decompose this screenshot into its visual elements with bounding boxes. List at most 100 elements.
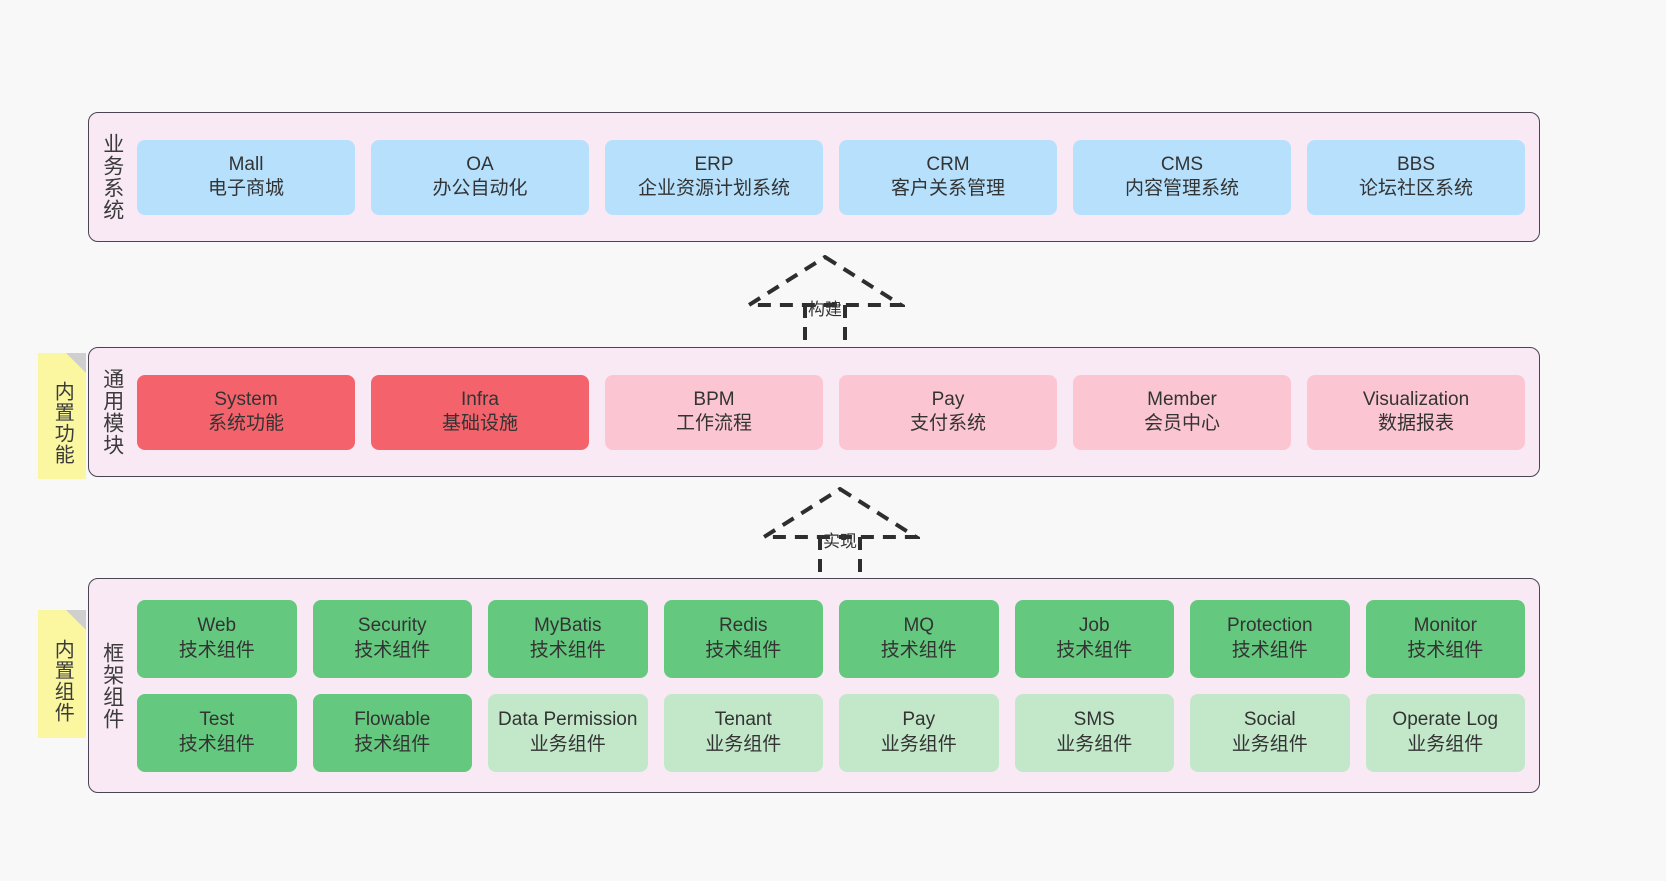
card-title: Operate Log bbox=[1392, 709, 1499, 731]
layer-framework-components-label: 框架组件 bbox=[100, 641, 124, 730]
component-card-sms[interactable]: SMS 业务组件 bbox=[1014, 693, 1174, 772]
generalization-arrowhead bbox=[745, 255, 905, 307]
card-subtitle: 技术组件 bbox=[354, 733, 431, 755]
card-subtitle: 基础设施 bbox=[441, 413, 518, 434]
component-card-social[interactable]: Social 业务组件 bbox=[1190, 693, 1350, 772]
card-title: Social bbox=[1243, 709, 1296, 731]
business-card-cms[interactable]: CMS 内容管理系统 bbox=[1073, 139, 1291, 215]
card-subtitle: 业务组件 bbox=[529, 733, 606, 755]
component-card-mq[interactable]: MQ 技术组件 bbox=[839, 599, 999, 678]
card-subtitle: 技术组件 bbox=[178, 639, 255, 661]
card-title: Web bbox=[197, 615, 237, 637]
business-card-crm[interactable]: CRM 客户关系管理 bbox=[839, 139, 1057, 215]
component-card-mybatis[interactable]: MyBatis 技术组件 bbox=[488, 599, 648, 678]
card-title: Pay bbox=[931, 388, 965, 410]
card-title: Pay bbox=[902, 709, 936, 731]
component-card-data-permission[interactable]: Data Permission 业务组件 bbox=[488, 693, 648, 772]
card-subtitle: 业务组件 bbox=[705, 733, 782, 755]
component-card-tenant[interactable]: Tenant 业务组件 bbox=[663, 693, 823, 772]
connector-build: 构建 bbox=[745, 255, 905, 355]
card-title: Visualization bbox=[1362, 388, 1470, 410]
card-title: SMS bbox=[1073, 709, 1115, 731]
layer-common-modules: 通用模块 System 系统功能 Infra 基础设施 BPM 工作流程 Pay… bbox=[88, 347, 1540, 477]
business-card-erp[interactable]: ERP 企业资源计划系统 bbox=[605, 139, 823, 215]
card-subtitle: 工作流程 bbox=[675, 413, 752, 434]
business-card-oa[interactable]: OA 办公自动化 bbox=[371, 139, 589, 215]
card-title: Tenant bbox=[714, 709, 772, 731]
common-card-row: System 系统功能 Infra 基础设施 BPM 工作流程 Pay 支付系统… bbox=[137, 374, 1525, 450]
card-subtitle: 客户关系管理 bbox=[890, 178, 1005, 199]
card-title: MyBatis bbox=[533, 615, 602, 637]
component-card-pay[interactable]: Pay 业务组件 bbox=[839, 693, 999, 772]
card-subtitle: 内容管理系统 bbox=[1124, 178, 1239, 199]
layer-business-systems: 业务系统 Mall 电子商城 OA 办公自动化 ERP 企业资源计划系统 CRM… bbox=[88, 112, 1540, 242]
module-card-pay[interactable]: Pay 支付系统 bbox=[839, 374, 1057, 450]
card-subtitle: 技术组件 bbox=[178, 733, 255, 755]
card-title: BPM bbox=[693, 388, 735, 410]
card-subtitle: 业务组件 bbox=[880, 733, 957, 755]
card-title: MQ bbox=[903, 615, 935, 637]
component-card-operate-log[interactable]: Operate Log 业务组件 bbox=[1365, 693, 1525, 772]
layer-framework-components: 框架组件 Web 技术组件 Security 技术组件 MyBatis 技术组件… bbox=[88, 578, 1540, 793]
module-card-bpm[interactable]: BPM 工作流程 bbox=[605, 374, 823, 450]
business-card-bbs[interactable]: BBS 论坛社区系统 bbox=[1307, 139, 1525, 215]
module-card-member[interactable]: Member 会员中心 bbox=[1073, 374, 1291, 450]
card-title: Data Permission bbox=[498, 709, 638, 731]
module-card-system[interactable]: System 系统功能 bbox=[137, 374, 355, 450]
card-title: OA bbox=[466, 153, 494, 175]
layer-framework-components-body: Web 技术组件 Security 技术组件 MyBatis 技术组件 Redi… bbox=[135, 579, 1539, 792]
card-title: CMS bbox=[1160, 153, 1204, 175]
layer-business-systems-label: 业务系统 bbox=[100, 133, 124, 221]
module-card-infra[interactable]: Infra 基础设施 bbox=[371, 374, 589, 450]
card-title: ERP bbox=[694, 153, 734, 175]
card-subtitle: 支付系统 bbox=[909, 413, 986, 434]
card-subtitle: 技术组件 bbox=[880, 639, 957, 661]
card-subtitle: 业务组件 bbox=[1231, 733, 1308, 755]
card-title: Infra bbox=[460, 388, 500, 410]
generalization-arrowhead bbox=[760, 487, 920, 539]
card-title: Protection bbox=[1226, 615, 1313, 637]
layer-common-modules-body: System 系统功能 Infra 基础设施 BPM 工作流程 Pay 支付系统… bbox=[135, 348, 1539, 476]
component-card-security[interactable]: Security 技术组件 bbox=[312, 599, 472, 678]
card-title: Job bbox=[1078, 615, 1110, 637]
component-card-monitor[interactable]: Monitor 技术组件 bbox=[1365, 599, 1525, 678]
card-subtitle: 技术组件 bbox=[354, 639, 431, 661]
card-title: Monitor bbox=[1413, 615, 1477, 637]
card-subtitle: 系统功能 bbox=[207, 413, 284, 434]
layer-business-systems-body: Mall 电子商城 OA 办公自动化 ERP 企业资源计划系统 CRM 客户关系… bbox=[135, 113, 1539, 241]
connector-implement: 实现 bbox=[760, 487, 920, 587]
card-subtitle: 电子商城 bbox=[207, 178, 284, 199]
card-subtitle: 业务组件 bbox=[1056, 733, 1133, 755]
component-card-test[interactable]: Test 技术组件 bbox=[137, 693, 297, 772]
card-subtitle: 论坛社区系统 bbox=[1358, 178, 1473, 199]
card-title: Test bbox=[199, 709, 235, 731]
component-card-web[interactable]: Web 技术组件 bbox=[137, 599, 297, 678]
card-subtitle: 业务组件 bbox=[1407, 733, 1484, 755]
component-card-job[interactable]: Job 技术组件 bbox=[1014, 599, 1174, 678]
sticky-note-builtin-features: 内置功能 bbox=[38, 353, 86, 479]
card-subtitle: 技术组件 bbox=[1056, 639, 1133, 661]
card-title: Security bbox=[357, 615, 427, 637]
card-subtitle: 技术组件 bbox=[1231, 639, 1308, 661]
card-title: CRM bbox=[926, 153, 970, 175]
component-card-protection[interactable]: Protection 技术组件 bbox=[1190, 599, 1350, 678]
component-card-redis[interactable]: Redis 技术组件 bbox=[663, 599, 823, 678]
card-subtitle: 企业资源计划系统 bbox=[637, 178, 790, 199]
business-card-mall[interactable]: Mall 电子商城 bbox=[137, 139, 355, 215]
layer-common-modules-label: 通用模块 bbox=[100, 368, 124, 456]
card-subtitle: 技术组件 bbox=[1407, 639, 1484, 661]
sticky-note-builtin-components: 内置组件 bbox=[38, 610, 86, 738]
framework-tech-row: Web 技术组件 Security 技术组件 MyBatis 技术组件 Redi… bbox=[137, 599, 1525, 678]
card-subtitle: 技术组件 bbox=[705, 639, 782, 661]
card-subtitle: 办公自动化 bbox=[432, 178, 528, 199]
card-title: Mall bbox=[228, 153, 264, 175]
card-title: System bbox=[214, 388, 278, 410]
card-subtitle: 技术组件 bbox=[529, 639, 606, 661]
card-title: Redis bbox=[718, 615, 768, 637]
component-card-flowable[interactable]: Flowable 技术组件 bbox=[312, 693, 472, 772]
module-card-visualization[interactable]: Visualization 数据报表 bbox=[1307, 374, 1525, 450]
framework-business-row: Test 技术组件 Flowable 技术组件 Data Permission … bbox=[137, 693, 1525, 772]
card-title: BBS bbox=[1396, 153, 1436, 175]
card-subtitle: 会员中心 bbox=[1143, 413, 1220, 434]
